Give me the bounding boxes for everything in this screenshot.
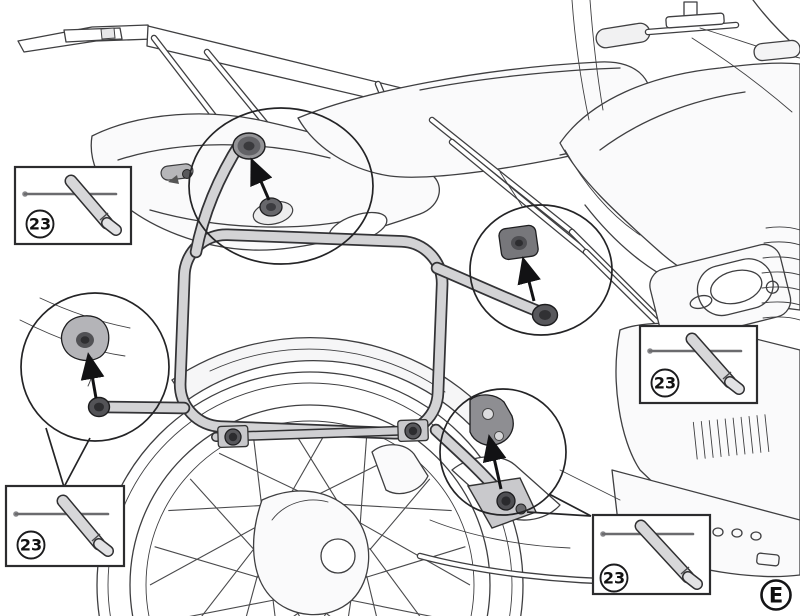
step-label: E [769, 584, 783, 608]
allen-key-tool-icon [22, 174, 122, 236]
rack-cross-bar [211, 418, 429, 449]
bottom-mount-point [469, 394, 514, 446]
part-number-label: 23 [654, 374, 676, 393]
detail-bubbles [20, 107, 613, 517]
final-drive-hub [253, 490, 370, 616]
cooling-fins [761, 226, 800, 321]
part-number-label: 23 [29, 215, 51, 234]
detail-bubble-left [20, 292, 170, 442]
handlebar [595, 0, 800, 113]
mounting-arrows [80, 157, 541, 490]
detail-bubble-top [188, 107, 374, 265]
fuel-tank [559, 0, 800, 311]
allen-key-tool-icon [13, 494, 114, 557]
right-grip [753, 39, 800, 62]
callout-box-middle-right: 23 [638, 324, 759, 405]
frame-tubes [428, 116, 676, 341]
rear-wheel [96, 371, 524, 616]
part-number-label: 23 [603, 569, 625, 588]
part-number-badge [16, 530, 46, 560]
pannier-rack-frame [97, 135, 547, 529]
callout-box-bottom-left: 23 [4, 484, 126, 568]
top-mount-point [232, 132, 294, 226]
bubble-bottom-pointer [526, 493, 592, 517]
right-mount-point [498, 224, 559, 327]
bubble-left-pointer [45, 427, 91, 488]
arrow-bottom-mount [482, 434, 507, 490]
mounting-parts [60, 132, 559, 446]
part-number-label: 23 [20, 536, 42, 555]
cylinder-head [649, 243, 792, 343]
callout-boxes: 23 23 [4, 165, 759, 596]
left-grip [595, 22, 651, 49]
callout-box-top-left: 23 [13, 165, 133, 246]
part-number-badge [599, 563, 629, 593]
part-number-badge [650, 368, 680, 398]
case-fins [692, 414, 770, 460]
allen-key-tool-icon [600, 519, 703, 590]
allen-key-tool-icon [647, 332, 745, 395]
arrow-left-mount [80, 352, 105, 399]
brake-caliper [371, 444, 429, 495]
detail-bubble-right [469, 204, 613, 336]
step-label-badge: E [760, 579, 792, 611]
detail-bubble-bottom [439, 388, 567, 516]
part-number-badge [25, 209, 55, 239]
arrow-top-mount [250, 157, 273, 201]
left-mount-point [60, 315, 111, 418]
callout-box-bottom-right: 23 [591, 513, 712, 596]
arrow-right-mount [517, 256, 541, 302]
